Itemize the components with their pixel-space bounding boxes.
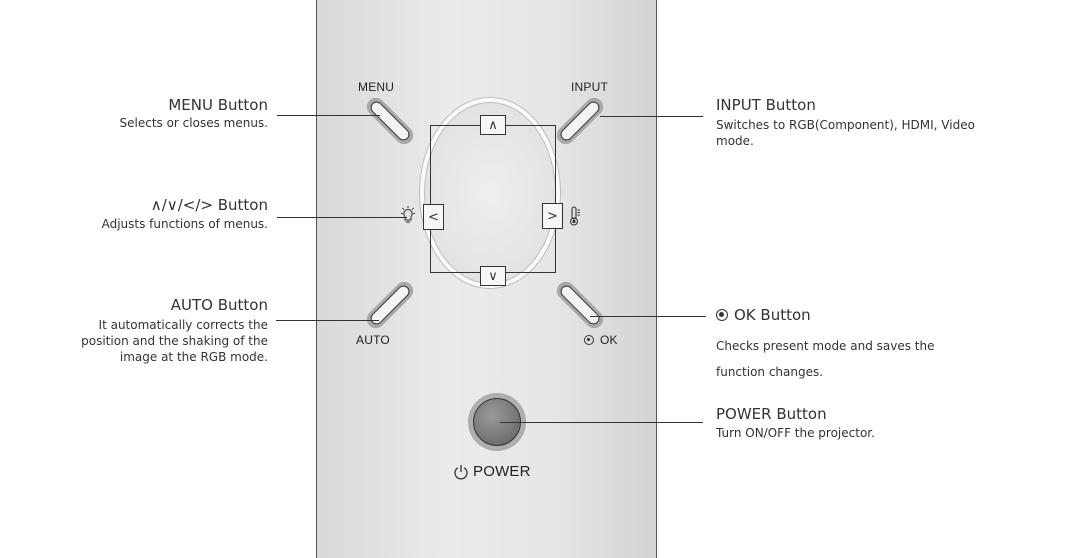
- input-label: INPUT: [571, 80, 608, 94]
- menu-callout-desc: Selects or closes menus.: [119, 116, 269, 130]
- auto-callout-desc: It automatically corrects the position a…: [81, 318, 268, 364]
- ok-icon: [584, 335, 594, 345]
- power-callout-line: [500, 422, 703, 423]
- left-button[interactable]: <: [423, 204, 444, 230]
- direction-pad-frame: [430, 125, 556, 273]
- up-button[interactable]: ∧: [480, 115, 506, 135]
- power-callout-title: POWER Button: [716, 405, 827, 423]
- power-label: POWER: [453, 463, 531, 480]
- brightness-icon: [400, 206, 416, 230]
- ok-callout-line: [590, 316, 706, 317]
- menu-callout-title: MENU Button: [168, 96, 268, 114]
- power-callout-desc: Turn ON/OFF the projector.: [716, 426, 875, 440]
- ok-label: OK: [584, 333, 618, 347]
- ok-icon: [716, 309, 728, 321]
- input-callout-title: INPUT Button: [716, 96, 816, 114]
- auto-callout-title: AUTO Button: [170, 296, 268, 314]
- menu-label: MENU: [358, 80, 395, 94]
- auto-callout-line: [276, 320, 379, 321]
- ok-callout-title: OK Button: [716, 306, 811, 324]
- input-callout-desc: Switches to RGB(Component), HDMI, Video …: [716, 118, 975, 148]
- thermometer-icon: [568, 206, 582, 230]
- menu-callout-line: [277, 115, 380, 116]
- arrows-callout-desc: Adjusts functions of menus.: [101, 217, 268, 231]
- arrows-callout-line: [277, 217, 407, 218]
- auto-label: AUTO: [356, 333, 390, 347]
- right-arrow-icon: >: [547, 208, 558, 224]
- up-arrow-icon: ∧: [488, 117, 498, 133]
- down-button[interactable]: ∨: [480, 266, 506, 286]
- down-arrow-icon: ∨: [488, 268, 498, 284]
- left-arrow-icon: <: [428, 209, 439, 225]
- ok-callout-desc: Checks present mode and saves the functi…: [716, 339, 935, 379]
- input-callout-line: [600, 116, 703, 117]
- power-icon: [454, 464, 468, 480]
- right-button[interactable]: >: [542, 203, 563, 229]
- arrows-callout-title: ∧/∨/</> Button: [150, 196, 268, 214]
